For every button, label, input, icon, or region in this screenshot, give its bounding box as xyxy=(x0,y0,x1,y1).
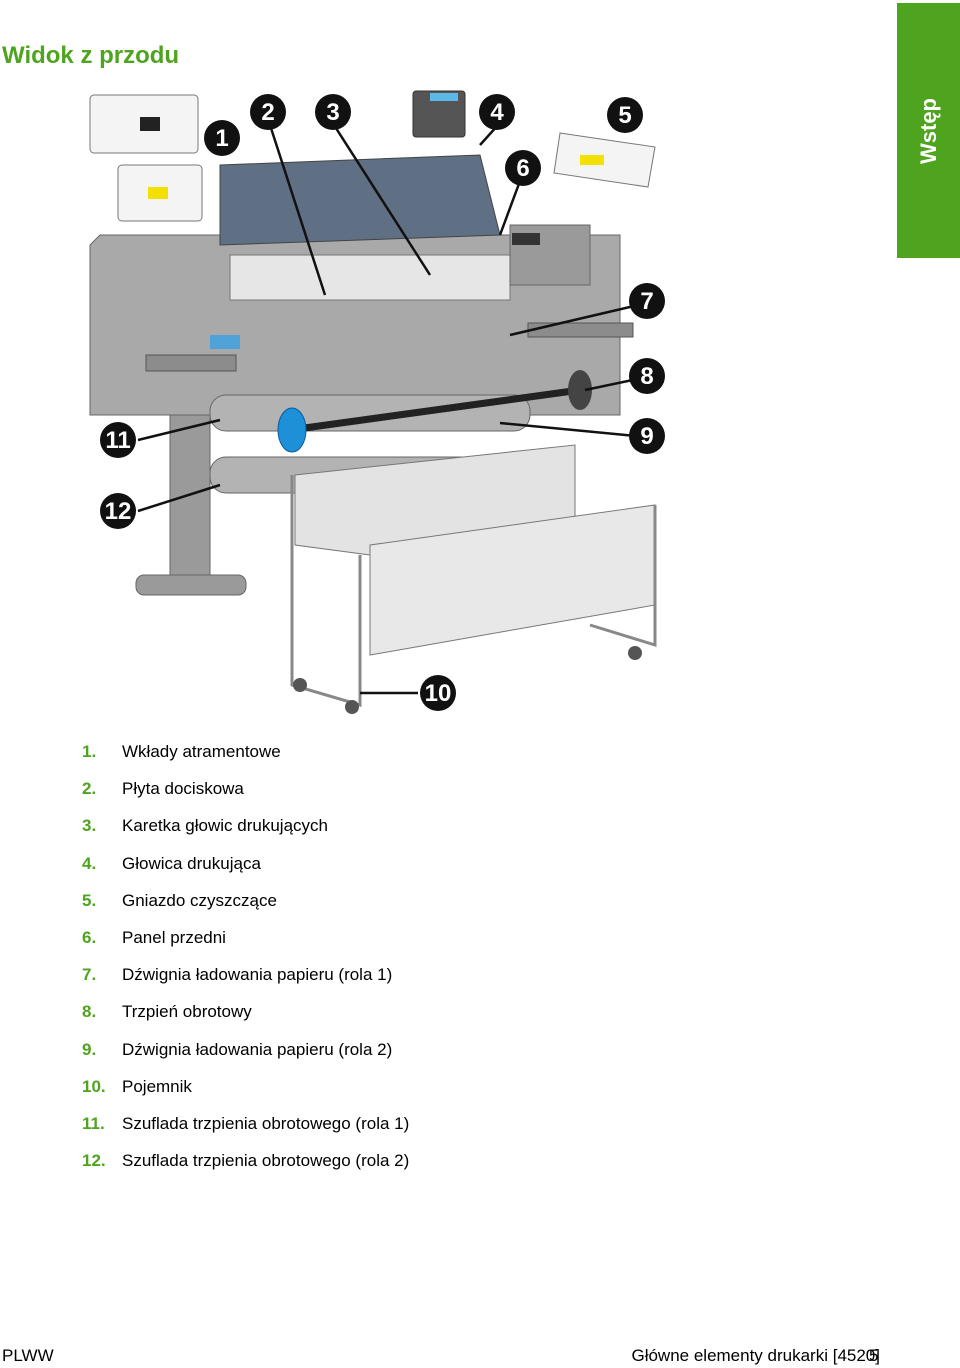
callout-2: 2 xyxy=(250,94,286,130)
callout-4: 4 xyxy=(479,94,515,130)
item-number: 4. xyxy=(82,853,97,873)
bin-illustration xyxy=(290,444,657,714)
svg-text:8: 8 xyxy=(640,363,653,390)
item-label: Głowica drukująca xyxy=(122,853,261,873)
callout-5: 5 xyxy=(607,97,643,133)
callout-7: 7 xyxy=(629,283,665,319)
item-number: 8. xyxy=(82,1002,97,1022)
page-title: Widok z przodu xyxy=(2,42,180,69)
item-label: Karetka głowic drukujących xyxy=(122,816,328,836)
list-item: 6. Panel przedni xyxy=(82,927,409,964)
item-label: Wkłady atramentowe xyxy=(122,742,281,761)
svg-text:7: 7 xyxy=(640,288,653,315)
item-label: Dźwignia ładowania papieru (rola 1) xyxy=(122,965,393,985)
footer-doc-code: PLWW xyxy=(2,1346,54,1365)
svg-text:5: 5 xyxy=(618,102,631,129)
callout-1: 1 xyxy=(204,120,240,156)
section-tab-label: Wstęp xyxy=(915,97,941,164)
section-tab: Wstęp xyxy=(897,3,960,258)
item-label: Szuflada trzpienia obrotowego (rola 1) xyxy=(122,1113,410,1133)
printer-illustration: 1 2 3 4 5 6 7 8 9 10 11 12 xyxy=(80,85,680,725)
svg-text:12: 12 xyxy=(105,498,132,525)
list-item: 5. Gniazdo czyszczące xyxy=(82,890,409,927)
spindle-illustration xyxy=(277,370,592,453)
list-item: 4. Głowica drukująca xyxy=(82,853,409,890)
item-number: 6. xyxy=(82,927,97,947)
footer-page-number: 5 xyxy=(869,1346,879,1365)
ink-cartridge-illustration xyxy=(89,94,203,222)
item-number: 10. xyxy=(82,1076,106,1096)
svg-text:1: 1 xyxy=(215,125,228,152)
item-number: 9. xyxy=(82,1039,97,1059)
list-item: 7. Dźwignia ładowania papieru (rola 1) xyxy=(82,964,409,1001)
callout-10: 10 xyxy=(420,675,456,711)
item-label: Płyta dociskowa xyxy=(122,779,244,799)
item-number: 2. xyxy=(82,779,97,799)
item-label: Trzpień obrotowy xyxy=(122,1002,252,1022)
svg-text:3: 3 xyxy=(326,99,339,126)
svg-text:11: 11 xyxy=(105,427,130,454)
svg-text:9: 9 xyxy=(640,423,653,450)
callout-3: 3 xyxy=(315,94,351,130)
printhead-illustration xyxy=(412,90,466,138)
svg-text:2: 2 xyxy=(261,99,274,126)
printer-drawing: 1 2 3 4 5 6 7 8 9 10 11 12 xyxy=(89,90,665,714)
callout-6: 6 xyxy=(505,150,541,186)
item-label: Gniazdo czyszczące xyxy=(122,890,277,910)
item-number: 7. xyxy=(82,965,97,985)
callout-8: 8 xyxy=(629,358,665,394)
item-number: 11. xyxy=(82,1113,105,1133)
item-label: Szuflada trzpienia obrotowego (rola 2) xyxy=(122,1151,410,1171)
callout-12: 12 xyxy=(100,493,136,529)
cleaning-cartridge-illustration xyxy=(553,132,656,188)
svg-text:4: 4 xyxy=(490,99,504,126)
list-item: 1. Wkłady atramentowe xyxy=(82,741,409,778)
item-number: 5. xyxy=(82,890,97,910)
item-number: 1. xyxy=(82,742,97,761)
list-item: 3. Karetka głowic drukujących xyxy=(82,815,409,852)
list-item: 8. Trzpień obrotowy xyxy=(82,1001,409,1038)
callout-11: 11 xyxy=(100,422,136,458)
list-item: 10. Pojemnik xyxy=(82,1076,409,1113)
item-label: Pojemnik xyxy=(122,1076,192,1096)
callout-leader-lines xyxy=(137,124,648,695)
list-item: 2. Płyta dociskowa xyxy=(82,778,409,815)
parts-list: 1. Wkłady atramentowe 2. Płyta dociskowa 3… xyxy=(82,741,409,1187)
footer-section-title: Główne elementy drukarki [4520] xyxy=(631,1346,880,1365)
item-number: 3. xyxy=(82,816,97,836)
callout-markers: 1 2 3 4 5 6 7 8 9 10 11 12 xyxy=(100,94,665,711)
printer-body xyxy=(89,154,634,596)
list-item: 11. Szuflada trzpienia obrotowego (rola 1… xyxy=(82,1113,409,1150)
list-item: 12. Szuflada trzpienia obrotowego (rola 2… xyxy=(82,1150,409,1187)
svg-text:10: 10 xyxy=(425,680,452,707)
svg-text:6: 6 xyxy=(516,155,529,182)
callout-9: 9 xyxy=(629,418,665,454)
list-item: 9. Dźwignia ładowania papieru (rola 2) xyxy=(82,1039,409,1076)
item-number: 12. xyxy=(82,1151,106,1171)
item-label: Dźwignia ładowania papieru (rola 2) xyxy=(122,1039,393,1059)
item-label: Panel przedni xyxy=(122,927,226,947)
